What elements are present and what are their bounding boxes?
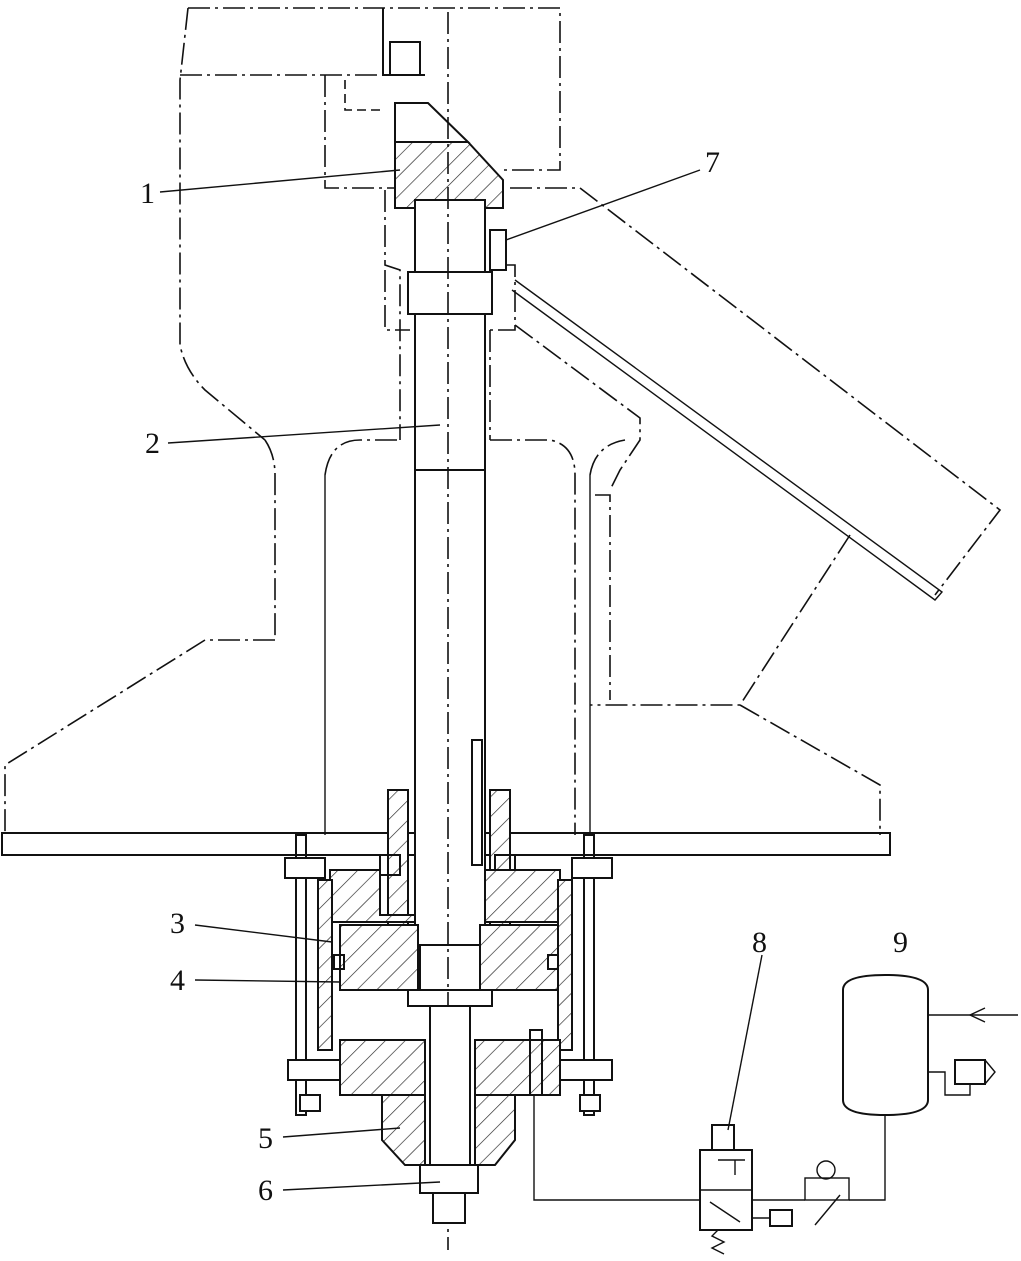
wedge-block [394, 102, 504, 209]
callout-6: 6 [258, 1174, 273, 1207]
callout-2: 2 [145, 427, 160, 460]
callout-7: 7 [705, 146, 720, 179]
pneumatic-circuit [533, 973, 1018, 1255]
callout-9: 9 [893, 926, 908, 959]
callouts: 1 2 3 4 5 6 7 8 9 [140, 146, 908, 1207]
callout-1: 1 [140, 177, 155, 210]
callout-3: 3 [170, 907, 185, 940]
callout-5: 5 [258, 1122, 273, 1155]
ejector-rod [407, 12, 493, 1250]
machine-frame [4, 7, 1002, 835]
leader-lines [159, 169, 763, 1191]
sensor [489, 229, 507, 271]
cylinder-assembly [284, 789, 613, 1224]
callout-8: 8 [752, 926, 767, 959]
callout-4: 4 [170, 964, 185, 997]
